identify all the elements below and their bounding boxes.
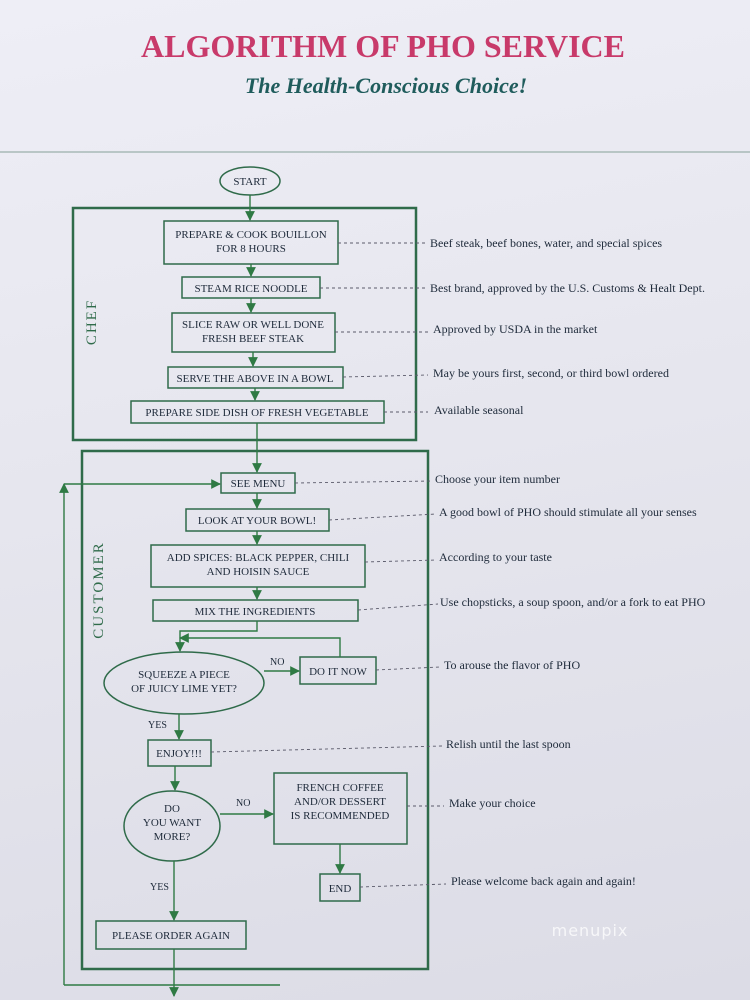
box-label-line: OF JUICY LIME YET? bbox=[131, 683, 237, 695]
leader-mix bbox=[357, 603, 439, 611]
box-label-line: DO IT NOW bbox=[309, 666, 367, 678]
box-label-line: YOU WANT bbox=[143, 817, 201, 829]
box-label: MIX THE INGREDIENTS bbox=[195, 606, 316, 618]
note-doit: To arouse the flavor of PHO bbox=[444, 658, 580, 672]
want-more-decision: DO YOU WANT MORE? bbox=[123, 790, 221, 862]
box-label: FRENCH COFFEE AND/OR DESSERT IS RECOMMENDE… bbox=[291, 782, 390, 822]
note-bowl: May be yours first, second, or third bow… bbox=[433, 366, 669, 380]
mix-step: MIX THE INGREDIENTS bbox=[152, 599, 359, 622]
leader-spices bbox=[364, 559, 437, 563]
enjoy-step: ENJOY!!! bbox=[147, 739, 212, 767]
note-coffee: Make your choice bbox=[449, 796, 536, 810]
box-label-line: LOOK AT YOUR BOWL! bbox=[198, 515, 316, 527]
box-label-line: END bbox=[329, 883, 352, 895]
note-mix: Use chopsticks, a soup spoon, and/or a f… bbox=[440, 595, 706, 609]
steak-step: SLICE RAW OR WELL DONE FRESH BEEF STEAK bbox=[171, 312, 336, 353]
arrow-doit-loop bbox=[179, 633, 341, 657]
arrow-mix-lime bbox=[175, 621, 258, 652]
box-label: ADD SPICES: BLACK PEPPER, CHILI AND HOISI… bbox=[167, 552, 350, 578]
leader-end bbox=[359, 883, 447, 888]
box-label: SQUEEZE A PIECE OF JUICY LIME YET? bbox=[131, 669, 237, 695]
end-node: END bbox=[319, 873, 361, 902]
box-label: PREPARE & COOK BOUILLON FOR 8 HOURS bbox=[175, 229, 327, 255]
box-label: PREPARE SIDE DISH OF FRESH VEGETABLE bbox=[145, 407, 368, 419]
lime-decision: SQUEEZE A PIECE OF JUICY LIME YET? bbox=[103, 651, 265, 715]
leader-bowl bbox=[342, 374, 429, 378]
box-label: PLEASE ORDER AGAIN bbox=[112, 930, 230, 942]
box-label-line: AND/OR DESSERT bbox=[294, 796, 386, 808]
box-label-line: AND HOISIN SAUCE bbox=[207, 566, 310, 578]
note-look: A good bowl of PHO should stimulate all … bbox=[439, 505, 697, 519]
customer-section-frame bbox=[80, 449, 430, 971]
box-label-line: FRESH BEEF STEAK bbox=[202, 333, 304, 345]
noodle-step: STEAM RICE NOODLE bbox=[181, 276, 321, 299]
box-label: SEE MENU bbox=[231, 478, 286, 490]
bowl-step: SERVE THE ABOVE IN A BOWL bbox=[167, 366, 344, 389]
note-side: Available seasonal bbox=[434, 403, 524, 417]
add-spices-step: ADD SPICES: BLACK PEPPER, CHILI AND HOISI… bbox=[150, 544, 366, 588]
note-spices: According to your taste bbox=[439, 550, 552, 564]
customer-section-label: CUSTOMER bbox=[91, 541, 107, 638]
box-label: DO IT NOW bbox=[309, 666, 367, 678]
page-subtitle: The Health-Conscious Choice! bbox=[245, 73, 527, 98]
box-label: SLICE RAW OR WELL DONE FRESH BEEF STEAK bbox=[182, 319, 324, 345]
box-label: DO YOU WANT MORE? bbox=[143, 803, 201, 843]
chef-section-label: CHEF bbox=[84, 299, 100, 345]
box-label-line: STEAM RICE NOODLE bbox=[194, 283, 307, 295]
side-dish-step: PREPARE SIDE DISH OF FRESH VEGETABLE bbox=[130, 400, 385, 424]
chef-section-frame bbox=[71, 206, 418, 442]
coffee-dessert-step: FRENCH COFFEE AND/OR DESSERT IS RECOMMENDE… bbox=[273, 772, 408, 845]
watermark: menupix bbox=[552, 921, 629, 940]
box-label: ENJOY!!! bbox=[156, 748, 202, 760]
leader-enjoy bbox=[210, 745, 443, 753]
box-label-line: MORE? bbox=[154, 831, 191, 843]
look-bowl-step: LOOK AT YOUR BOWL! bbox=[185, 508, 330, 532]
box-label: STEAM RICE NOODLE bbox=[194, 283, 307, 295]
flow-arrows bbox=[59, 195, 345, 997]
box-label-line: SEE MENU bbox=[231, 478, 286, 490]
box-label-line: SLICE RAW OR WELL DONE bbox=[182, 319, 324, 331]
box-label-line: DO bbox=[164, 803, 180, 815]
box-label-line: PLEASE ORDER AGAIN bbox=[112, 930, 230, 942]
box-label-line: ADD SPICES: BLACK PEPPER, CHILI bbox=[167, 552, 350, 564]
annotations: Beef steak, beef bones, water, and speci… bbox=[430, 236, 706, 888]
box-label: SERVE THE ABOVE IN A BOWL bbox=[177, 373, 334, 385]
label-yes-lime: YES bbox=[148, 720, 167, 731]
box-label-line: PREPARE SIDE DISH OF FRESH VEGETABLE bbox=[145, 407, 368, 419]
box-label: LOOK AT YOUR BOWL! bbox=[198, 515, 316, 527]
page-title: ALGORITHM OF PHO SERVICE bbox=[141, 28, 625, 64]
note-menu: Choose your item number bbox=[435, 472, 560, 486]
start-node: START bbox=[219, 166, 281, 196]
leader-doit bbox=[375, 666, 441, 671]
note-leaders bbox=[210, 242, 447, 888]
note-bouillon: Beef steak, beef bones, water, and speci… bbox=[430, 236, 662, 250]
leader-look bbox=[328, 513, 437, 521]
order-again-step: PLEASE ORDER AGAIN bbox=[95, 920, 247, 950]
note-end: Please welcome back again and again! bbox=[451, 874, 636, 888]
box-label: END bbox=[329, 883, 352, 895]
start-label: START bbox=[233, 176, 267, 188]
do-it-now-step: DO IT NOW bbox=[299, 656, 377, 685]
box-label-line: SQUEEZE A PIECE bbox=[138, 669, 230, 681]
label-no-more: NO bbox=[236, 798, 250, 809]
box-label-line: FOR 8 HOURS bbox=[216, 243, 286, 255]
box-label-line: MIX THE INGREDIENTS bbox=[195, 606, 316, 618]
box-label-line: IS RECOMMENDED bbox=[291, 810, 390, 822]
label-no-lime: NO bbox=[270, 657, 284, 668]
box-label-line: FRENCH COFFEE bbox=[296, 782, 383, 794]
box-label-line: SERVE THE ABOVE IN A BOWL bbox=[177, 373, 334, 385]
bouillon-step: PREPARE & COOK BOUILLON FOR 8 HOURS bbox=[163, 220, 339, 265]
label-yes-more: YES bbox=[150, 882, 169, 893]
note-enjoy: Relish until the last spoon bbox=[446, 737, 571, 751]
see-menu-step: SEE MENU bbox=[220, 472, 296, 494]
note-steak: Approved by USDA in the market bbox=[433, 322, 598, 336]
leader-menu bbox=[294, 480, 433, 484]
note-noodle: Best brand, approved by the U.S. Customs… bbox=[430, 281, 705, 295]
box-label-line: ENJOY!!! bbox=[156, 748, 202, 760]
box-label-line: PREPARE & COOK BOUILLON bbox=[175, 229, 327, 241]
